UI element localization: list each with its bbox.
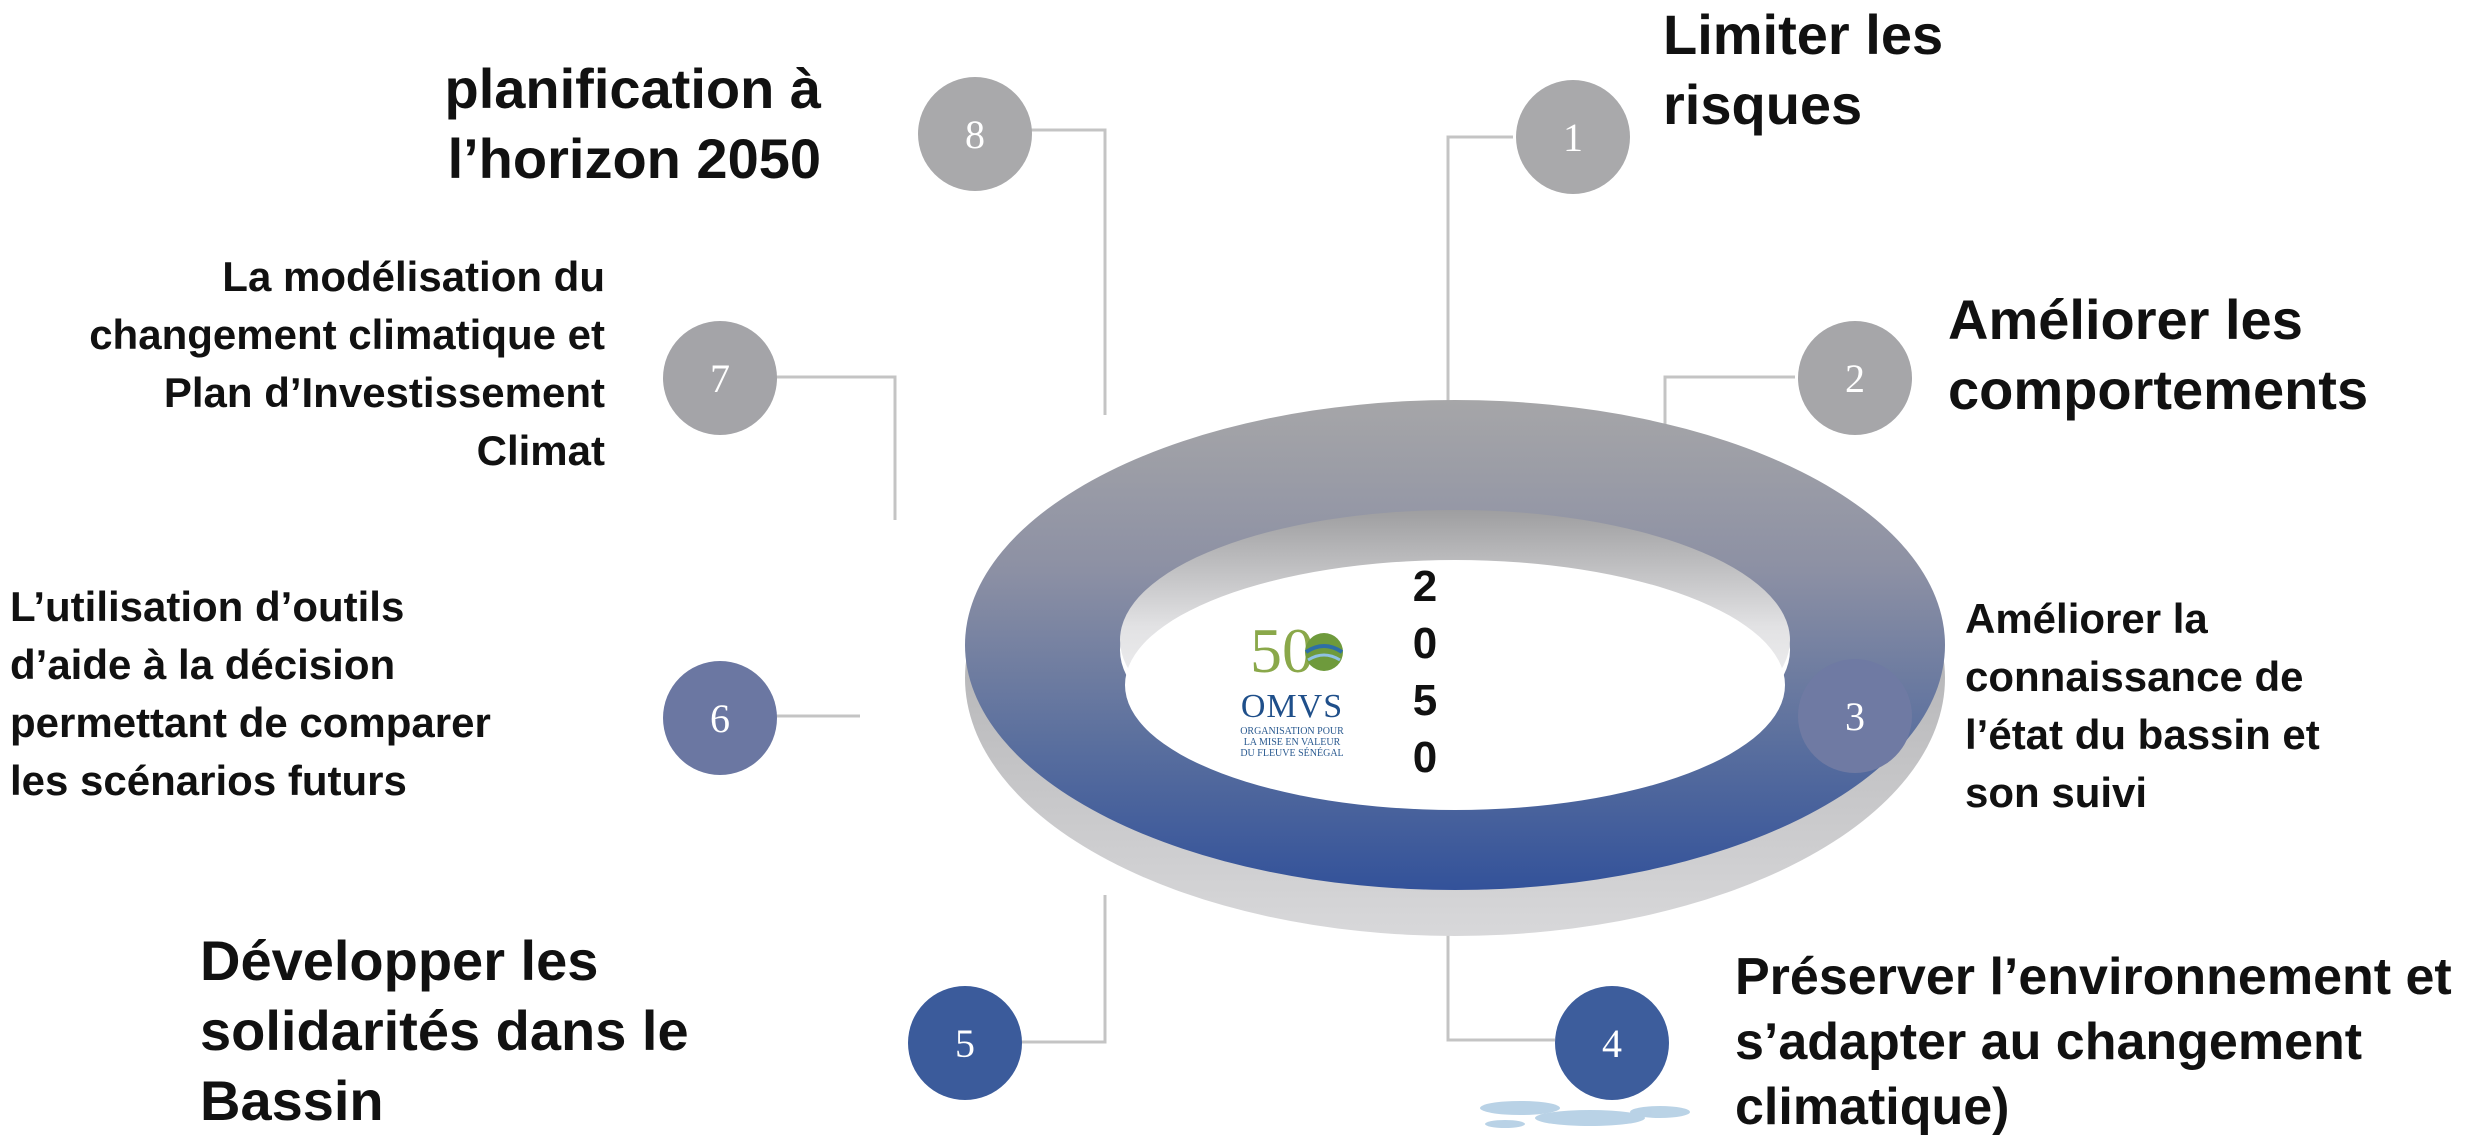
step-8-label: planification à l’horizon 2050: [444, 57, 822, 190]
step-badge-3-circle: [1798, 659, 1912, 773]
step-2-number: 2: [1845, 356, 1865, 401]
step-badge-4: 4: [1555, 986, 1669, 1100]
step-badge-5: 5: [908, 986, 1022, 1100]
step-1-label: Limiter les risques: [1663, 3, 1944, 136]
step-badge-2-circle: [1798, 321, 1912, 435]
step-3-number: 3: [1845, 694, 1865, 739]
logo-anniversary: 50: [1250, 615, 1314, 686]
water-splash-decoration: [1480, 1101, 1690, 1128]
step-1-number: 1: [1563, 115, 1583, 160]
step-badge-2: 2: [1798, 321, 1912, 435]
step-6-label: L’utilisation d’outils d’aide à la décis…: [10, 583, 491, 804]
year-digit-1: 2: [1412, 562, 1438, 611]
connector-7: [775, 375, 897, 520]
step-7-label: La modélisation du changement climatique…: [89, 253, 605, 474]
year-2050: 2 0 5 0: [1395, 558, 1455, 786]
step-badge-1: 1: [1516, 80, 1630, 194]
step-badge-5-circle: [908, 986, 1022, 1100]
step-badge-7: 7: [663, 321, 777, 435]
connector-4: [1446, 895, 1555, 1042]
step-badge-1-circle: [1516, 80, 1630, 194]
step-badge-4-circle: [1555, 986, 1669, 1100]
step-5-number: 5: [955, 1021, 975, 1066]
year-digit-3: 5: [1412, 676, 1438, 725]
step-7-number: 7: [710, 356, 730, 401]
step-badge-3: 3: [1798, 659, 1912, 773]
omvs-50-emblem: 50: [1250, 615, 1344, 686]
omvs-logo: 50 OMVS ORGANISATION POUR LA MISE EN VAL…: [1232, 610, 1352, 760]
step-badge-6: 6: [663, 661, 777, 775]
step-6-number: 6: [710, 696, 730, 741]
step-5-label: Développer les solidarités dans le Bassi…: [200, 929, 689, 1132]
connector-5: [1002, 895, 1107, 1044]
connector-1: [1446, 135, 1513, 410]
step-2-label: Améliorer les comportements: [1948, 288, 2369, 421]
logo-name: OMVS: [1240, 688, 1344, 725]
step-4-label: Préserver l’environnement et s’adapter a…: [1735, 948, 2452, 1136]
year-digit-2: 0: [1412, 619, 1438, 668]
connector-8: [1002, 128, 1107, 415]
step-badge-7-circle: [663, 321, 777, 435]
step-badge-6-circle: [663, 661, 777, 775]
step-badge-8-circle: [918, 77, 1032, 191]
year-digit-4: 0: [1412, 733, 1438, 782]
ring-hole: [1125, 560, 1785, 810]
step-3-label: Améliorer la connaissance de l’état du b…: [1965, 595, 2320, 816]
logo-subtitle: ORGANISATION POUR LA MISE EN VALEUR DU F…: [1240, 726, 1344, 759]
step-8-number: 8: [965, 112, 985, 157]
step-badge-8: 8: [918, 77, 1032, 191]
step-4-number: 4: [1602, 1021, 1622, 1066]
